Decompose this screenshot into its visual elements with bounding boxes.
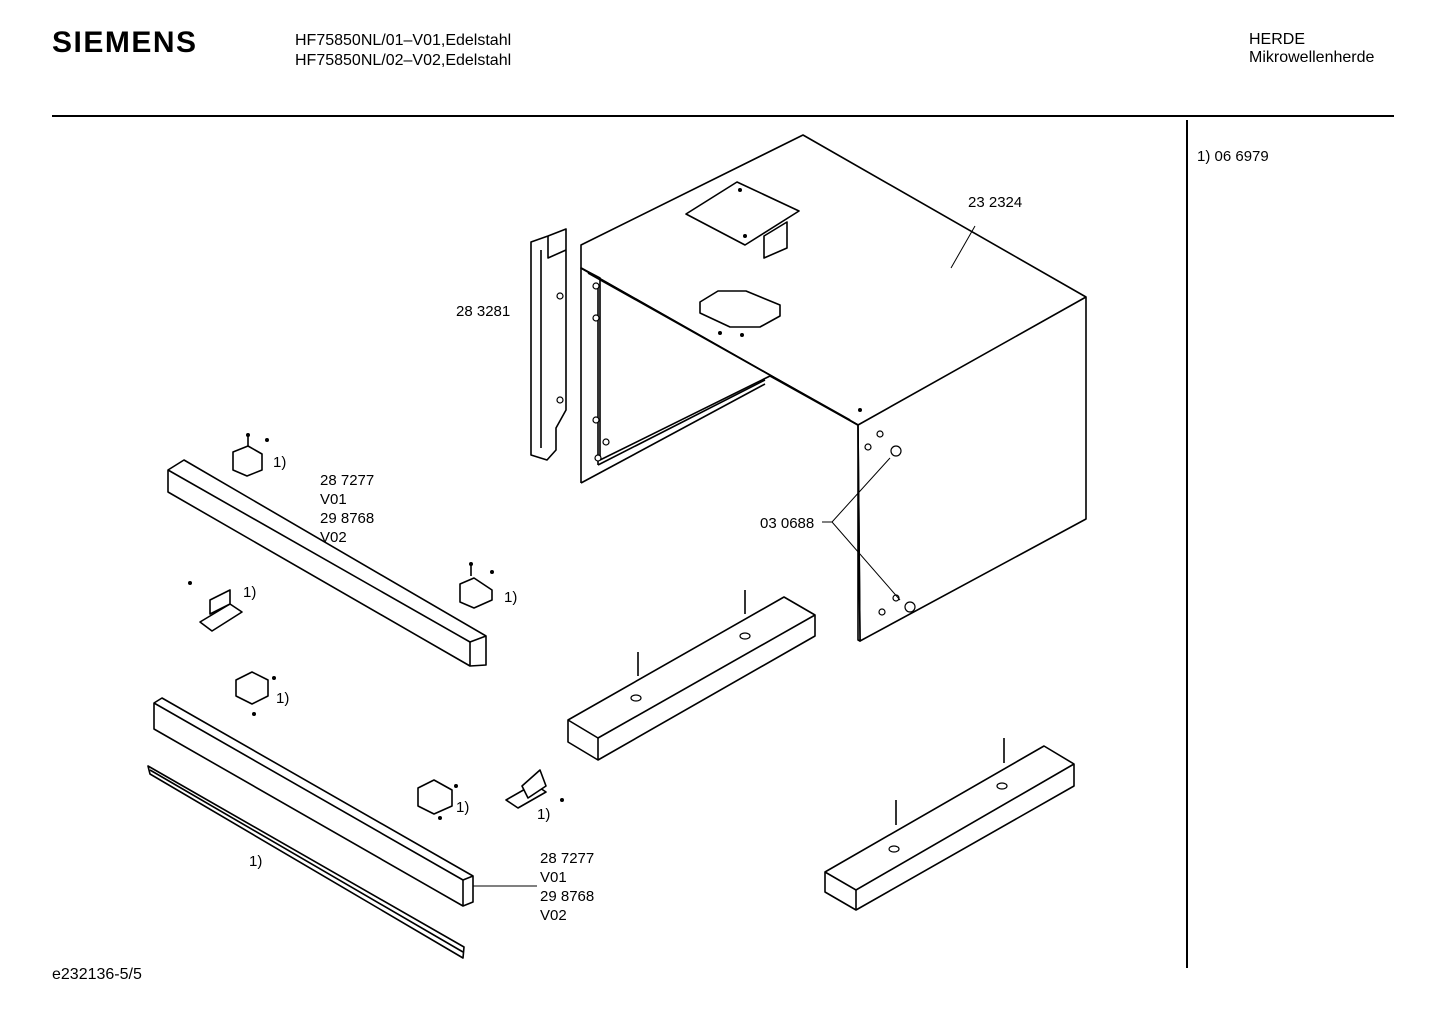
label-top-trim: 28 7277 V01 29 8768 V02 [320,471,374,547]
label-spacer: 03 0688 [760,515,815,532]
footnote-marker: 1) [456,799,470,816]
foot-block-2-icon [824,738,1075,911]
sidebar-divider [1186,120,1188,968]
bracket-4-icon [235,671,276,716]
spacer-callout-lines [822,457,901,601]
label-bottom-trim-line-1: 28 7277 [540,850,595,867]
label-bottom-trim-line-2: V01 [540,869,567,886]
housing-cabinet-icon [580,134,1087,642]
product-category: HERDE Mikrowellenherde [1249,31,1374,67]
model-list: HF75850NL/01–V01,Edelstahl HF75850NL/02–… [295,31,511,71]
label-top-trim-line-1: 28 7277 [320,472,375,489]
drawing-id: e232136-5/5 [52,966,142,983]
bottom-trim-strip-icon [153,697,537,907]
footnote-marker: 1) [504,589,518,606]
label-top-trim-line-3: 29 8768 [320,510,375,527]
foot-block-1-icon [567,590,816,761]
side-rail-profile-icon [530,228,567,461]
label-bottom-trim-line-4: V02 [540,907,567,924]
footnote-marker: 1) [537,806,551,823]
bracket-3-icon [188,581,243,632]
header-divider [52,115,1394,117]
cover-strip-icon [147,765,465,959]
bracket-1-icon [232,433,269,477]
label-top-trim-line-4: V02 [320,529,347,546]
footnote-marker: 1) [273,454,287,471]
label-top-trim-line-2: V01 [320,491,347,508]
footnote-marker: 1) [249,853,263,870]
model-line-2: HF75850NL/02–V02,Edelstahl [295,52,512,69]
model-line-1: HF75850NL/01–V01,Edelstahl [295,32,512,49]
bracket-6-icon [505,769,564,809]
label-bottom-trim: 28 7277 V01 29 8768 V02 [540,849,594,925]
bracket-5-icon [417,779,458,820]
label-bottom-trim-line-3: 29 8768 [540,888,595,905]
brand-logo: SIEMENS [52,26,198,59]
footnote-legend: 1) 06 6979 [1197,148,1269,165]
footnote-marker: 1) [276,690,290,707]
footnote-marker: 1) [243,584,257,601]
top-trim-strip-icon [167,459,487,667]
label-side-rail: 28 3281 [456,303,511,320]
subcategory-title: Mikrowellenherde [1249,49,1375,66]
label-housing: 23 2324 [968,194,1023,211]
bracket-2-icon [459,562,494,609]
category-title: HERDE [1249,31,1306,48]
